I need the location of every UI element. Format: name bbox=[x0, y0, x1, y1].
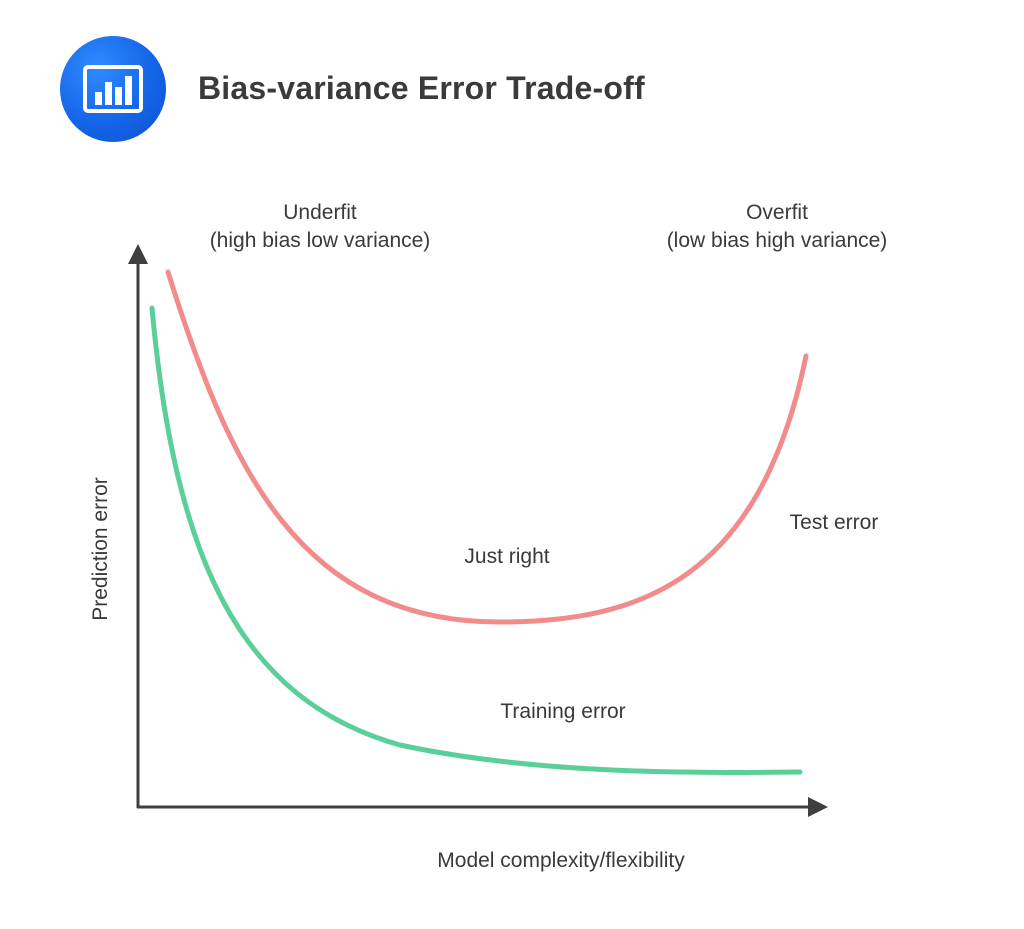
y-axis-arrow bbox=[128, 244, 148, 264]
y-axis-label: Prediction error bbox=[89, 477, 112, 621]
test-error-label: Test error bbox=[790, 511, 879, 534]
training-error-label: Training error bbox=[500, 700, 625, 723]
overfit-label: Overfit bbox=[746, 201, 808, 224]
logo-badge bbox=[60, 36, 166, 142]
page-title: Bias-variance Error Trade-off bbox=[198, 70, 645, 106]
bar-chart-icon bbox=[83, 65, 143, 113]
underfit-description: (high bias low variance) bbox=[210, 229, 431, 252]
test-error-curve bbox=[165, 269, 809, 625]
underfit-label: Underfit bbox=[283, 201, 357, 224]
x-axis-label: Model complexity/flexibility bbox=[437, 849, 685, 872]
overfit-description: (low bias high variance) bbox=[667, 229, 888, 252]
training-error-curve bbox=[149, 305, 803, 775]
just-right-label: Just right bbox=[464, 545, 549, 568]
x-axis-arrow bbox=[808, 797, 828, 817]
